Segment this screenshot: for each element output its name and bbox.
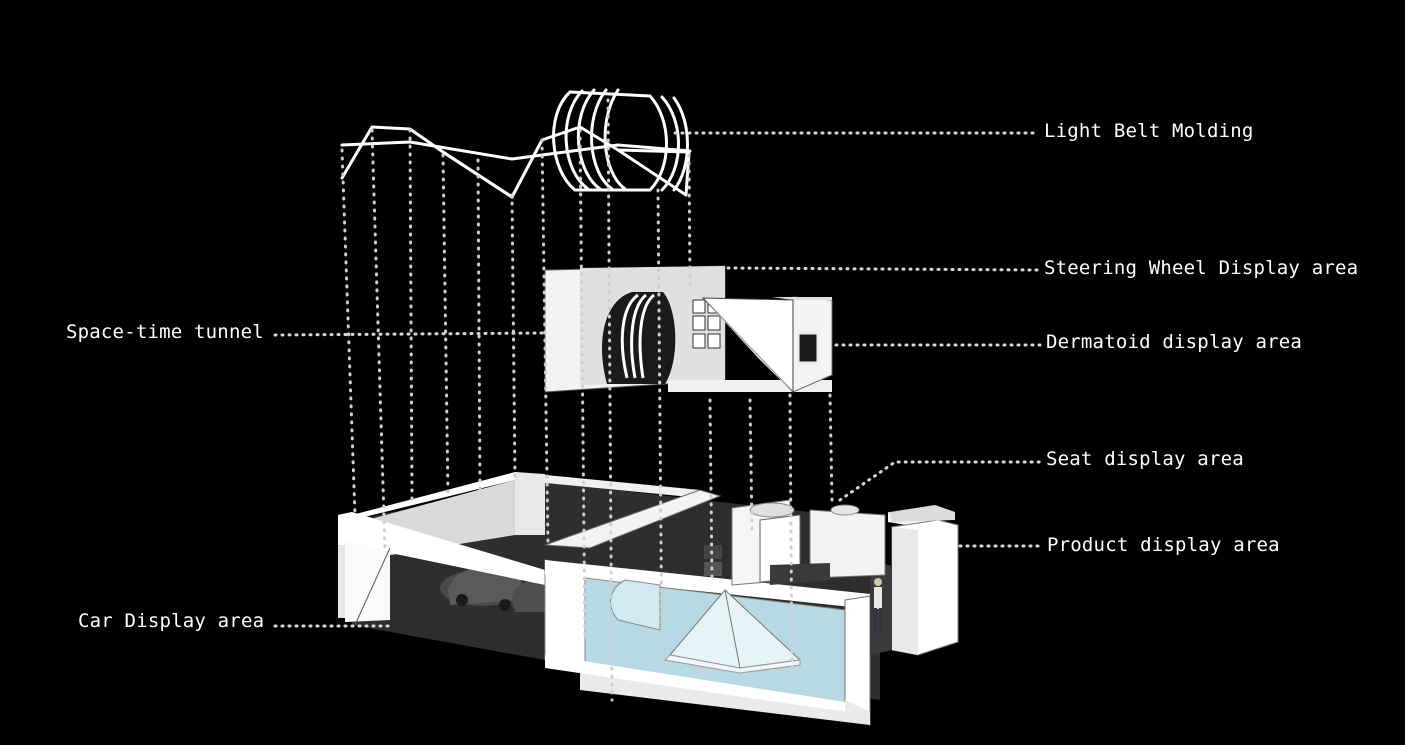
label-space-time-tunnel: Space-time tunnel [66, 321, 264, 343]
projection-lines [340, 98, 834, 702]
label-steering-wheel-display-area: Steering Wheel Display area [1044, 257, 1359, 279]
leader-lines [273, 131, 1044, 628]
leader-space-time-tunnel [273, 331, 547, 337]
leader-steering-wheel [726, 266, 1040, 272]
ground-floor-model [338, 472, 959, 726]
dermatoid-display-volume [668, 296, 833, 394]
label-seat-display-area: Seat display area [1046, 448, 1244, 470]
car-models [440, 566, 554, 612]
seat-display-volume [704, 499, 886, 586]
label-dermatoid-display-area: Dermatoid display area [1046, 331, 1303, 353]
leader-seat [838, 460, 1042, 502]
steering-wheel-display-volume [544, 265, 726, 393]
light-belt-molding-element [340, 88, 692, 199]
label-light-belt-molding: Light Belt Molding [1044, 120, 1254, 142]
label-product-display-area: Product display area [1047, 534, 1280, 556]
label-car-display-area: Car Display area [78, 610, 265, 632]
human-figure [874, 578, 882, 632]
